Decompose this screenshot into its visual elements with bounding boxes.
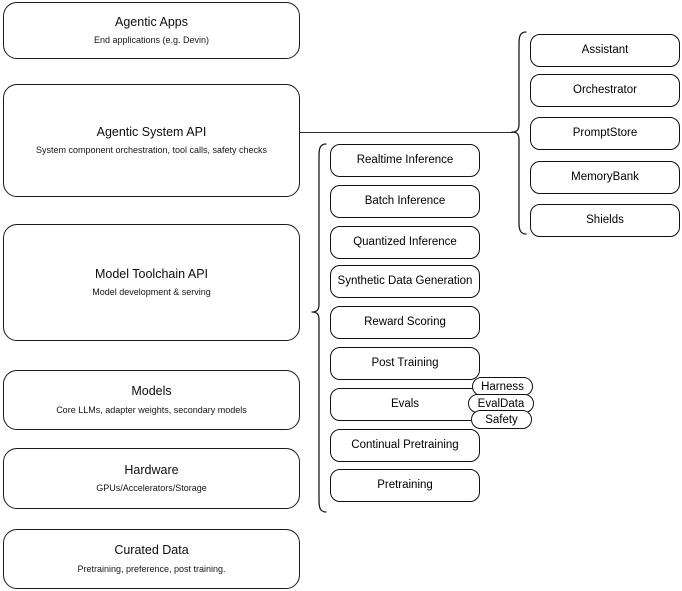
- layer-title: Agentic Apps: [115, 14, 188, 29]
- layer-subtitle: Pretraining, preference, post training.: [77, 563, 226, 574]
- toolchain-box-quantized-inference[interactable]: Quantized Inference: [330, 226, 480, 259]
- layer-box-models[interactable]: Models Core LLMs, adapter weights, secon…: [3, 370, 300, 430]
- layer-box-agentic-apps[interactable]: Agentic Apps End applications (e.g. Devi…: [3, 2, 300, 59]
- layer-title: Agentic System API: [96, 124, 207, 139]
- system-label: Assistant: [581, 44, 629, 57]
- toolchain-label: Reward Scoring: [364, 316, 446, 329]
- connector-line-agentic-system-api: [300, 132, 513, 133]
- layer-subtitle: GPUs/Accelerators/Storage: [96, 483, 207, 494]
- toolchain-box-realtime-inference[interactable]: Realtime Inference: [330, 144, 480, 177]
- system-box-orchestrator[interactable]: Orchestrator: [530, 74, 680, 107]
- toolchain-label: Post Training: [371, 357, 439, 370]
- layer-subtitle: Model development & serving: [92, 287, 211, 298]
- toolchain-label: Quantized Inference: [353, 236, 457, 249]
- layer-subtitle: Core LLMs, adapter weights, secondary mo…: [56, 404, 247, 415]
- layer-box-model-toolchain-api[interactable]: Model Toolchain API Model development & …: [3, 224, 300, 341]
- system-box-promptstore[interactable]: PromptStore: [530, 117, 680, 150]
- system-label: Shields: [586, 214, 624, 227]
- eval-badge-evaldata[interactable]: EvalData: [468, 394, 534, 413]
- toolchain-label: Synthetic Data Generation: [337, 275, 473, 288]
- toolchain-box-post-training[interactable]: Post Training: [330, 347, 480, 380]
- eval-badge-label: Safety: [485, 413, 518, 426]
- layer-title: Curated Data: [114, 543, 189, 558]
- brace-agentic-system: [511, 31, 527, 235]
- toolchain-box-batch-inference[interactable]: Batch Inference: [330, 185, 480, 218]
- system-label: MemoryBank: [571, 171, 639, 184]
- system-label: Orchestrator: [573, 84, 637, 97]
- toolchain-box-synthetic-data-generation[interactable]: Synthetic Data Generation: [330, 265, 480, 298]
- layer-subtitle: System component orchestration, tool cal…: [35, 145, 268, 156]
- system-box-shields[interactable]: Shields: [530, 204, 680, 237]
- toolchain-label: Continual Pretraining: [351, 439, 459, 452]
- layer-title: Model Toolchain API: [94, 266, 209, 281]
- layer-title: Models: [131, 384, 172, 399]
- brace-model-toolchain: [311, 143, 327, 513]
- toolchain-label: Realtime Inference: [356, 154, 454, 167]
- toolchain-label: Evals: [390, 398, 420, 411]
- eval-badge-safety[interactable]: Safety: [471, 410, 532, 429]
- toolchain-box-pretraining[interactable]: Pretraining: [330, 469, 480, 502]
- eval-badge-label: Harness: [481, 380, 524, 393]
- toolchain-box-reward-scoring[interactable]: Reward Scoring: [330, 306, 480, 339]
- system-box-memorybank[interactable]: MemoryBank: [530, 161, 680, 194]
- layer-box-hardware[interactable]: Hardware GPUs/Accelerators/Storage: [3, 448, 300, 509]
- layer-box-agentic-system-api[interactable]: Agentic System API System component orch…: [3, 84, 300, 197]
- layer-subtitle: End applications (e.g. Devin): [93, 35, 210, 46]
- system-label: PromptStore: [572, 127, 638, 140]
- toolchain-label: Batch Inference: [364, 195, 446, 208]
- toolchain-box-evals[interactable]: Evals: [330, 388, 480, 421]
- toolchain-box-continual-pretraining[interactable]: Continual Pretraining: [330, 429, 480, 462]
- layer-title: Hardware: [124, 462, 179, 477]
- layer-box-curated-data[interactable]: Curated Data Pretraining, preference, po…: [3, 529, 300, 589]
- eval-badge-label: EvalData: [477, 397, 525, 410]
- system-box-assistant[interactable]: Assistant: [530, 34, 680, 67]
- toolchain-label: Pretraining: [377, 479, 433, 492]
